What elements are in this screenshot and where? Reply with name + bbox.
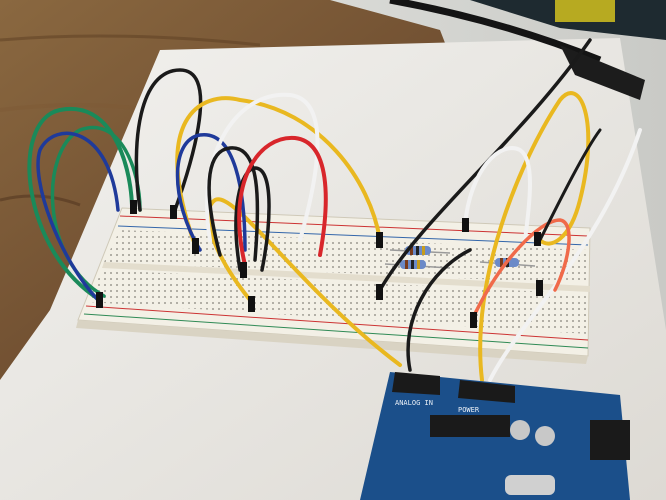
crystal (505, 475, 555, 495)
power-adapter (470, 0, 666, 40)
power-label: POWER (458, 406, 480, 414)
jumper-wires (27, 38, 642, 382)
capacitor (535, 426, 555, 446)
usb-cable (389, 0, 645, 100)
analog-label: ANALOG IN (395, 399, 433, 407)
arduino-board: POWER ANALOG IN (360, 372, 630, 500)
breadboard (76, 207, 591, 364)
header-power (458, 380, 515, 403)
microcontroller-chip (430, 415, 510, 437)
dc-jack (590, 420, 630, 460)
capacitor (510, 420, 530, 440)
header-analog (392, 372, 440, 395)
jumper-connectors (96, 200, 543, 328)
